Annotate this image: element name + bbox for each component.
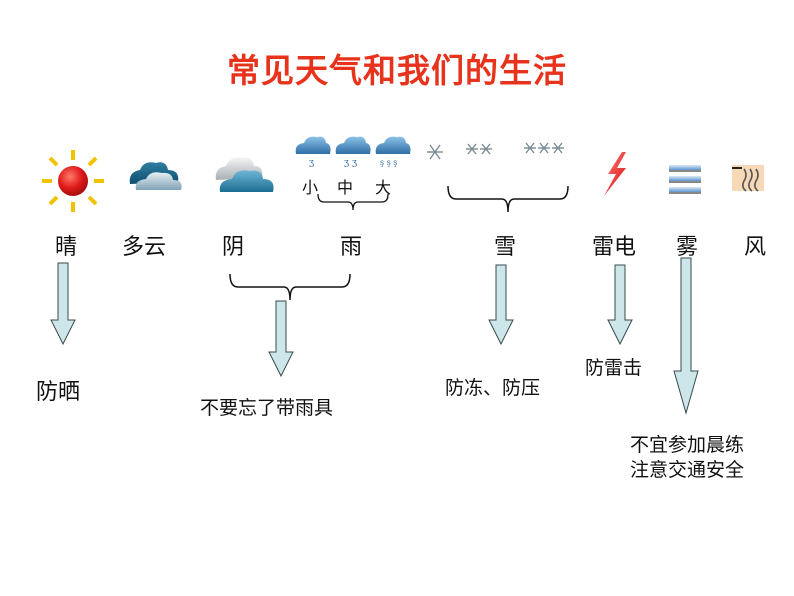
advice-sunny: 防晒 <box>36 380 81 405</box>
moderate-snow-icon <box>466 143 478 155</box>
lightning-icon <box>604 152 626 196</box>
weather-label-fog: 雾 <box>676 235 699 260</box>
light-snow-icon <box>427 144 443 160</box>
advice-thunder: 防雷击 <box>585 357 643 379</box>
sun-icon <box>42 150 104 212</box>
sunny-arrow <box>50 262 76 346</box>
light-rain-icon: ʒ <box>295 136 331 168</box>
advice-snow: 防冻、防压 <box>445 377 541 399</box>
moderate-rain-label: 中 <box>337 178 354 197</box>
snow-arrow <box>488 264 514 346</box>
advice-rain: 不要忘了带雨具 <box>200 397 334 419</box>
rain-advice-bracket <box>229 273 351 301</box>
svg-text:ʒ: ʒ <box>309 158 314 168</box>
rain-icon: ʒ ʒ ʒ ş ş ş <box>295 136 411 168</box>
advice-fog-line2: 注意交通安全 <box>630 459 745 481</box>
fog-icon <box>669 165 701 194</box>
svg-text:ş ş ş: ş ş ş <box>380 158 397 167</box>
svg-text:ʒ ʒ: ʒ ʒ <box>344 158 357 168</box>
weather-label-snow: 雪 <box>494 235 517 260</box>
page-title: 常见天气和我们的生活 <box>227 51 567 90</box>
light-rain-label: 小 <box>302 178 319 197</box>
snow-icon <box>427 142 564 160</box>
fog-arrow <box>673 257 699 415</box>
weather-label-wind: 风 <box>744 235 767 260</box>
overcast-icon <box>215 157 274 192</box>
heavy-rain-label: 大 <box>375 178 392 197</box>
weather-label-thunder: 雷电 <box>592 235 637 260</box>
weather-label-sunny: 晴 <box>55 235 78 260</box>
heavy-snow-icon <box>524 142 536 154</box>
moderate-rain-icon: ʒ ʒ <box>335 136 371 168</box>
wind-icon <box>732 165 764 192</box>
partly-cloudy-icon <box>129 162 182 190</box>
snow-levels-bracket <box>447 185 569 213</box>
advice-fog-line1: 不宜参加晨练 <box>630 434 745 456</box>
rain-arrow <box>268 300 294 378</box>
heavy-rain-icon: ş ş ş <box>375 136 411 167</box>
weather-label-overcast: 阴 <box>222 235 245 260</box>
weather-label-cloudy: 多云 <box>122 235 167 260</box>
thunder-arrow <box>607 264 633 346</box>
rain-levels-bracket <box>317 193 389 211</box>
weather-label-rain: 雨 <box>340 235 363 260</box>
